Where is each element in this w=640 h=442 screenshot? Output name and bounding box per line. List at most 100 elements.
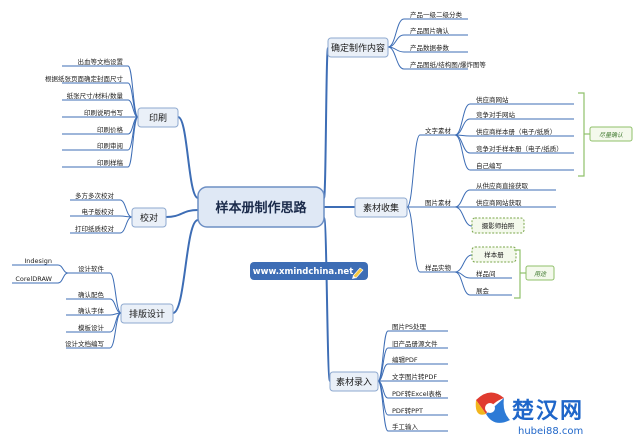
topic-item[interactable]: 样本册 <box>484 250 504 259</box>
confirm-content-items: 产品一级二级分类 产品图片确认 产品数据参数 产品图纸/结构图/爆炸图等 <box>410 10 486 69</box>
subtopic-image-material[interactable]: 图片素材 <box>425 198 452 207</box>
layout-design-items: 设计软件 Indesign CorelDRAW 确认配色 确认字体 模板设计 设… <box>15 257 104 348</box>
watermark-english: hubei88.com <box>518 426 583 437</box>
connector-line <box>172 219 199 314</box>
connector-line <box>454 206 473 227</box>
highlight-box <box>471 246 517 263</box>
topic-item[interactable]: 展会 <box>476 286 490 295</box>
branch-material-collect[interactable]: 素材收集 <box>354 197 408 218</box>
highlight-box <box>471 217 525 234</box>
connector-line <box>454 271 471 296</box>
branch-material-entry-label: 素材录入 <box>336 376 372 388</box>
connector-line <box>119 199 133 218</box>
connector-line <box>177 116 199 199</box>
subtopic-sample-object[interactable]: 样品实物 <box>425 263 452 272</box>
topic-item[interactable]: 设计文档编写 <box>65 339 104 348</box>
topic-item[interactable]: 印刷说明书写 <box>84 108 123 117</box>
connector-line <box>109 312 122 349</box>
branch-material-entry[interactable]: 素材录入 <box>329 371 379 392</box>
topic-item[interactable]: 产品数据参数 <box>410 43 450 52</box>
topic-item[interactable]: 供应商网站获取 <box>476 198 522 207</box>
connector-line <box>165 209 199 218</box>
topic-item[interactable]: 电子版校对 <box>82 207 115 216</box>
topic-item[interactable]: 旧产品册源文件 <box>392 339 438 348</box>
material-entry-items: 图片PS处理 旧产品册源文件 编辑PDF 文字图片转PDF PDF转Excel表… <box>392 322 442 431</box>
connector-line <box>454 189 471 208</box>
topic-item[interactable]: 出血等文档设置 <box>78 57 124 66</box>
logo-mark-icon <box>475 392 510 423</box>
watermark-chinese: 楚汉网 <box>512 399 584 424</box>
connector-line <box>406 206 421 273</box>
topic-item[interactable]: 确认字体 <box>78 306 105 315</box>
topic-item[interactable]: 纸张尺寸/材料/数量 <box>67 91 124 100</box>
topic-item[interactable]: 确认配色 <box>78 290 105 299</box>
connector-line <box>323 47 329 199</box>
topic-item[interactable]: 图片PS处理 <box>392 322 427 331</box>
branch-confirm-content[interactable]: 确定制作内容 <box>327 37 389 58</box>
topic-item[interactable]: 模板设计 <box>78 323 105 332</box>
connector-line <box>454 254 473 273</box>
topic-item[interactable]: 从供应商直接获取 <box>476 181 529 190</box>
topic-item[interactable]: 摄影师拍照 <box>482 221 515 230</box>
branch-layout-design-label: 排版设计 <box>129 308 165 320</box>
topic-item[interactable]: 产品图纸/结构图/爆炸图等 <box>410 60 486 69</box>
topic-item[interactable]: 产品图片确认 <box>410 26 450 35</box>
note-use-label: 用途 <box>534 270 547 278</box>
note-use[interactable]: 用途 <box>514 249 555 299</box>
subtopic-design-software[interactable]: 设计软件 <box>78 264 105 273</box>
note-to-confirm[interactable]: 尽量确认 <box>578 92 633 177</box>
topic-item[interactable]: 多方多次校对 <box>75 191 115 200</box>
topic-item[interactable]: 编辑PDF <box>392 355 418 364</box>
connector-line <box>406 134 421 208</box>
connector-line <box>323 217 331 382</box>
text-material-items: 供应商网站 竞争对手网站 供应商样本册（电子/纸质） 竞争对手样本册（电子/纸质… <box>476 95 563 170</box>
topic-item[interactable]: 样品间 <box>476 269 496 278</box>
topic-item[interactable]: 文字图片转PDF <box>392 372 437 381</box>
url-badge[interactable]: www.xmindchina.net <box>250 262 368 280</box>
branch-material-collect-label: 素材收集 <box>363 202 399 214</box>
branch-print[interactable]: 印刷 <box>137 107 179 128</box>
topic-item[interactable]: 自己编写 <box>476 161 502 170</box>
subtopic-text-material[interactable]: 文字素材 <box>425 126 452 135</box>
connector-line <box>377 380 389 432</box>
topic-item[interactable]: 打印纸质校对 <box>75 224 115 233</box>
pencil-icon <box>352 267 364 279</box>
branch-print-label: 印刷 <box>149 112 167 124</box>
branch-confirm-content-label: 确定制作内容 <box>331 42 385 54</box>
topic-item[interactable]: 印刷样稿 <box>97 158 124 167</box>
connector-line <box>109 272 122 314</box>
topic-item[interactable]: 竞争对手样本册（电子/纸质） <box>476 144 563 153</box>
connector-lines <box>12 18 574 432</box>
image-material-items: 从供应商直接获取 供应商网站获取 摄影师拍照 <box>471 181 529 234</box>
branch-proofread-label: 校对 <box>140 212 158 224</box>
topic-item[interactable]: 印刷价格 <box>97 125 124 134</box>
topic-item[interactable]: PDF转PPT <box>392 406 423 415</box>
branch-layout-design[interactable]: 排版设计 <box>120 303 174 324</box>
connector-line <box>387 18 405 48</box>
topic-item[interactable]: 产品一级二级分类 <box>410 10 463 19</box>
connector-line <box>387 46 405 70</box>
note-to-confirm-label: 尽量确认 <box>599 131 623 139</box>
print-items: 出血等文档设置 根据纸张页面确定封面尺寸 纸张尺寸/材料/数量 印刷说明书写 印… <box>45 57 124 167</box>
connector-line <box>119 216 133 234</box>
topic-item[interactable]: 手工输入 <box>392 422 419 431</box>
topic-item[interactable]: 根据纸张页面确定封面尺寸 <box>45 74 124 83</box>
connector-line <box>454 134 471 171</box>
connector-line <box>57 264 69 274</box>
topic-item[interactable]: CorelDRAW <box>15 275 52 283</box>
topic-item[interactable]: PDF转Excel表格 <box>392 389 442 398</box>
central-topic-label: 样本册制作思路 <box>215 200 307 216</box>
topic-item[interactable]: 竞争对手网站 <box>476 110 516 119</box>
central-topic[interactable]: 样本册制作思路 <box>197 186 325 228</box>
connector-line <box>127 116 139 168</box>
topic-item[interactable]: 供应商样本册（电子/纸质） <box>476 127 556 136</box>
topic-item[interactable]: Indesign <box>24 257 52 265</box>
topic-item[interactable]: 供应商网站 <box>476 95 509 104</box>
watermark-logo: 楚汉网 hubei88.com <box>475 392 584 437</box>
topic-item[interactable]: 印刷审阅 <box>97 141 123 150</box>
connector-line <box>57 272 69 284</box>
branch-proofread[interactable]: 校对 <box>131 207 167 228</box>
proofread-items: 多方多次校对 电子版校对 打印纸质校对 <box>75 191 115 233</box>
url-badge-label: www.xmindchina.net <box>253 267 354 277</box>
sample-object-items: 样本册 样品间 展会 <box>471 246 517 295</box>
